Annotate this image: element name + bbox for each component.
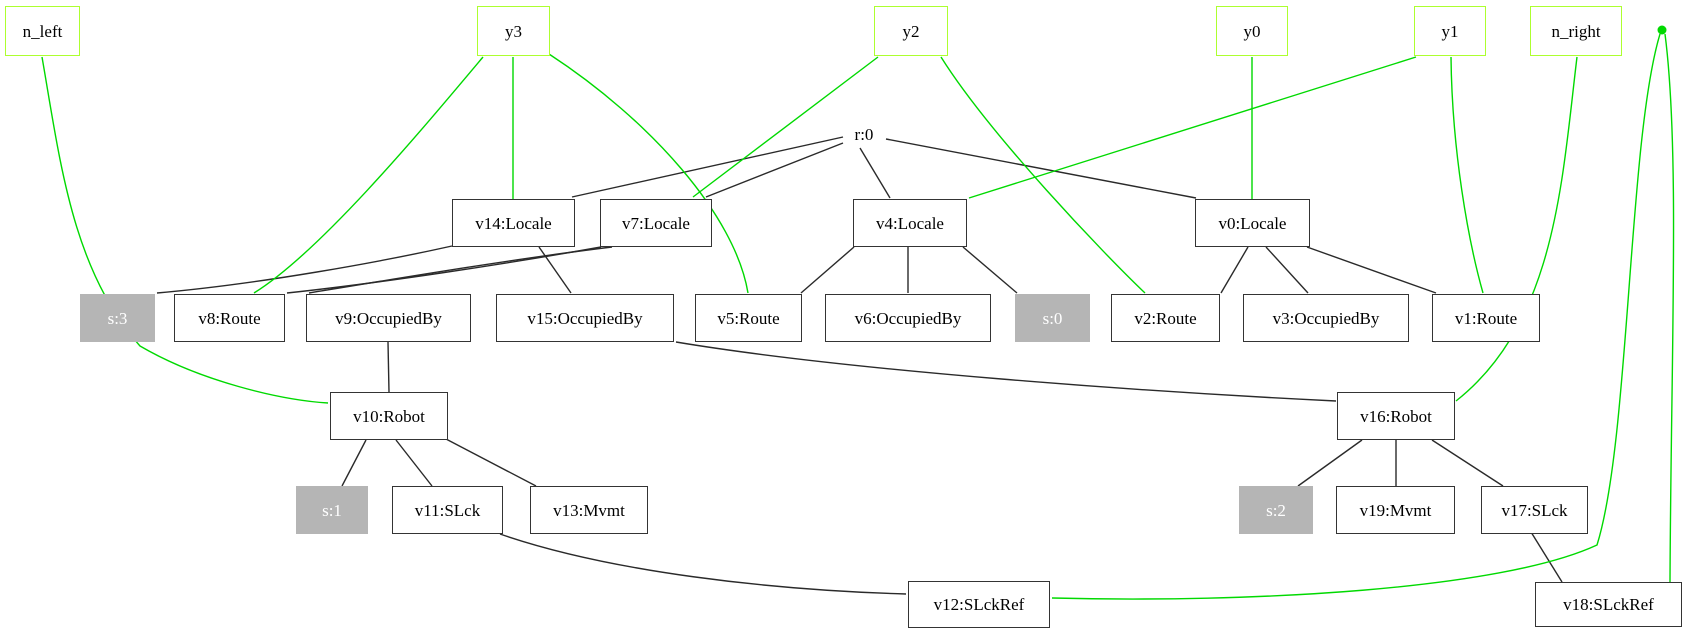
node-v8: v8:Route [174,294,285,342]
node-v2: v2:Route [1111,294,1220,342]
node-label-n_left: n_left [22,21,63,41]
node-label-r0: r:0 [854,124,874,144]
node-s0: s:0 [1015,294,1090,342]
edge-v9-v10 [387,341,390,393]
node-v19: v19:Mvmt [1336,486,1455,534]
edge-r0-v7 [705,142,844,198]
node-label-v4: v4:Locale [876,213,944,233]
edge-v0-v1 [1306,246,1437,294]
node-n_right: n_right [1530,6,1622,56]
edge-v4-s0 [962,246,1018,294]
node-label-v17: v17:SLck [1501,500,1568,520]
node-v7: v7:Locale [600,199,712,247]
edge-v14-v15 [538,246,572,294]
node-v18: v18:SLckRef [1535,582,1682,627]
node-v6: v6:OccupiedBy [825,294,991,342]
edge-v10-v13 [445,438,537,487]
node-label-v10: v10:Robot [353,406,425,426]
node-v0: v0:Locale [1195,199,1310,247]
edge-y3-v5 [548,53,749,294]
edge-v14-s3 [156,245,453,294]
node-s2: s:2 [1239,486,1313,534]
node-y1: y1 [1414,6,1486,56]
node-y3: y3 [477,6,550,56]
node-label-v13: v13:Mvmt [553,500,625,520]
green-junction-dot [1657,25,1667,35]
edge-v7-v8 [286,246,602,294]
node-v9: v9:OccupiedBy [306,294,471,342]
node-label-v8: v8:Route [198,308,261,328]
node-label-v14: v14:Locale [475,213,552,233]
node-label-y3: y3 [505,21,522,41]
node-label-s0: s:0 [1042,308,1063,328]
node-label-v15: v15:OccupiedBy [527,308,643,328]
node-label-v16: v16:Robot [1360,406,1432,426]
node-v13: v13:Mvmt [530,486,648,534]
node-label-v0: v0:Locale [1218,213,1287,233]
edge-v11-v12 [499,533,907,595]
edge-r0-v0 [885,138,1197,199]
node-v1: v1:Route [1432,294,1540,342]
node-v4: v4:Locale [853,199,967,247]
edge-y1-v1 [1450,56,1484,294]
node-label-v2: v2:Route [1134,308,1197,328]
node-label-y1: y1 [1441,21,1459,41]
node-v15: v15:OccupiedBy [496,294,674,342]
edge-junction-v18 [1664,33,1675,583]
node-v11: v11:SLck [392,486,503,534]
node-n_left: n_left [5,6,80,56]
node-label-v6: v6:OccupiedBy [854,308,962,328]
node-label-s3: s:3 [107,308,128,328]
edge-v0-v2 [1220,246,1249,294]
edge-junction-v12 [1051,33,1661,600]
edge-v15-v16 [675,341,1337,402]
node-v3: v3:OccupiedBy [1243,294,1409,342]
node-label-v1: v1:Route [1454,308,1518,328]
node-r0: r:0 [838,121,890,147]
node-label-v7: v7:Locale [622,213,690,233]
edge-v0-v3 [1265,246,1309,294]
node-s1: s:1 [296,486,368,534]
node-v12: v12:SLckRef [908,581,1050,628]
edge-y2-v2 [940,56,1146,294]
node-label-n_right: n_right [1551,21,1601,41]
node-label-s1: s:1 [322,500,342,520]
node-label-v5: v5:Route [717,308,780,328]
node-label-s2: s:2 [1266,500,1286,520]
node-label-v19: v19:Mvmt [1359,500,1432,520]
edge-v16-v17 [1431,439,1504,487]
node-v16: v16:Robot [1337,392,1455,440]
node-s3: s:3 [80,294,155,342]
node-y2: y2 [874,6,948,56]
edge-v7-v9 [308,246,613,294]
edge-v10-v11 [395,439,433,487]
edge-v10-s1 [341,439,367,487]
edge-r0-v4 [859,147,891,199]
edge-y2-v7 [692,56,879,198]
node-label-y0: y0 [1243,21,1261,41]
node-v5: v5:Route [695,294,802,342]
edge-n_right-v16 [1455,56,1578,402]
node-y0: y0 [1216,6,1288,56]
edge-y1-v4 [968,56,1417,199]
node-label-v3: v3:OccupiedBy [1272,308,1380,328]
node-v14: v14:Locale [452,199,575,247]
edge-v16-s2 [1297,439,1363,487]
node-v10: v10:Robot [330,392,448,440]
edge-y3-v8 [253,56,484,294]
node-label-y2: y2 [902,21,920,41]
node-label-v12: v12:SLckRef [933,595,1025,614]
edge-v17-v18 [1530,531,1563,583]
edge-r0-v14 [571,136,844,198]
node-v17: v17:SLck [1481,486,1588,534]
node-label-v18: v18:SLckRef [1563,595,1654,614]
edge-n_left-v10 [41,56,329,404]
node-label-v11: v11:SLck [414,500,481,520]
edge-v4-v5 [800,246,855,294]
node-label-v9: v9:OccupiedBy [335,308,442,328]
